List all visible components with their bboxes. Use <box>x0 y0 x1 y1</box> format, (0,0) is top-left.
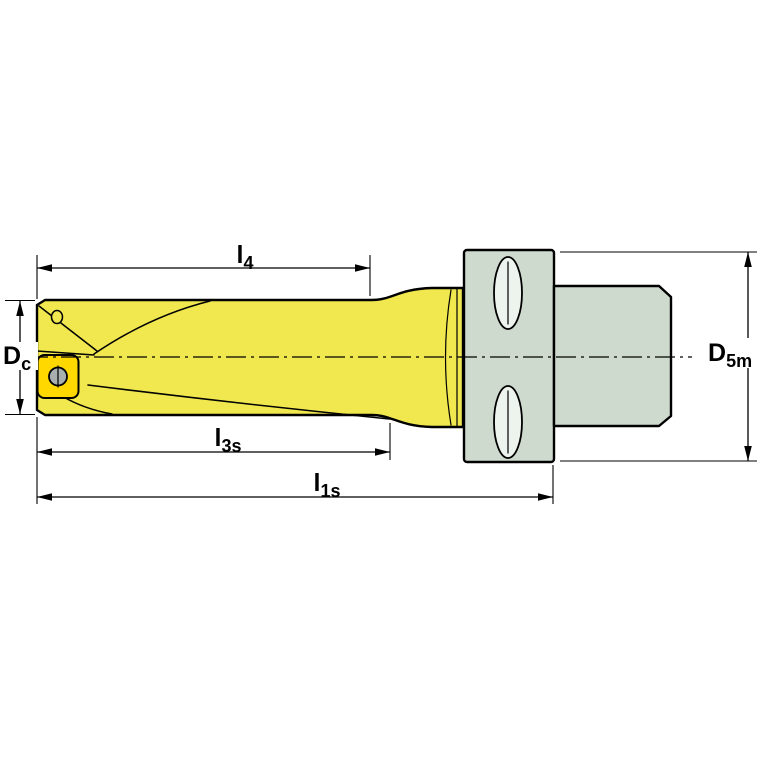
dimension-annotations: l4 l3s l1s Dc D5m <box>0 241 767 504</box>
dim-arrow-l4-right <box>355 264 370 272</box>
tip-pocket-line <box>36 350 95 356</box>
dim-arrow-dc-top <box>16 301 24 316</box>
dim-label-dc-background <box>0 342 38 370</box>
dim-label-l4: l4 <box>237 241 254 273</box>
dim-arrow-l1s-left <box>37 493 52 501</box>
dim-label-l1s: l1s <box>314 469 341 501</box>
dim-arrow-d5m-top <box>744 252 752 267</box>
dim-arrow-l1s-right <box>538 493 553 501</box>
dim-label-dc: Dc <box>3 342 31 374</box>
dim-arrow-d5m-bottom <box>744 446 752 461</box>
dim-label-d5m-background <box>704 338 767 368</box>
drill-body-group <box>35 286 465 429</box>
shank-cylinder <box>552 284 673 428</box>
dim-arrow-l4-left <box>37 264 52 272</box>
coolant-hole <box>50 309 64 325</box>
dim-arrow-l3s-right <box>375 448 390 456</box>
dim-arrow-l3s-left <box>37 448 52 456</box>
flute-line-long <box>87 384 391 420</box>
dim-arrow-dc-bottom <box>16 399 24 414</box>
flute-line-upper <box>93 300 211 355</box>
tip-cutting-edge <box>38 305 98 352</box>
collar-arc <box>444 289 452 426</box>
dim-label-l3s: l3s <box>215 424 242 456</box>
dim-label-d5m: D5m <box>708 339 752 371</box>
shank-group <box>462 248 673 464</box>
